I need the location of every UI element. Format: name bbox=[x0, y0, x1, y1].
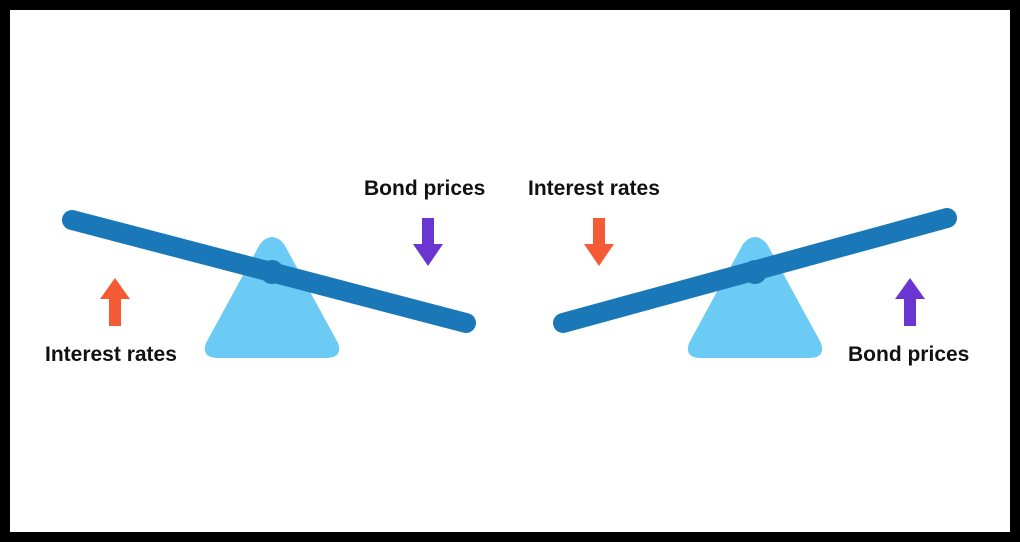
left-pivot bbox=[260, 260, 284, 284]
diagram-frame: Interest rates Bond prices Interest rate… bbox=[10, 10, 1010, 532]
left-rates-label: Interest rates bbox=[45, 343, 177, 366]
right-rates-label: Interest rates bbox=[528, 177, 660, 200]
left-prices-down-arrow-icon bbox=[413, 218, 443, 266]
left-rates-up-arrow-icon bbox=[100, 278, 130, 326]
right-seesaw bbox=[553, 208, 957, 358]
left-seesaw bbox=[62, 210, 476, 358]
left-fulcrum bbox=[204, 237, 340, 358]
right-prices-label: Bond prices bbox=[848, 343, 970, 366]
right-pivot bbox=[743, 260, 767, 284]
seesaw-diagram bbox=[62, 208, 957, 358]
left-prices-label: Bond prices bbox=[364, 177, 486, 200]
right-rates-down-arrow-icon bbox=[584, 218, 614, 266]
right-prices-up-arrow-icon bbox=[895, 278, 925, 326]
right-fulcrum bbox=[687, 237, 823, 358]
